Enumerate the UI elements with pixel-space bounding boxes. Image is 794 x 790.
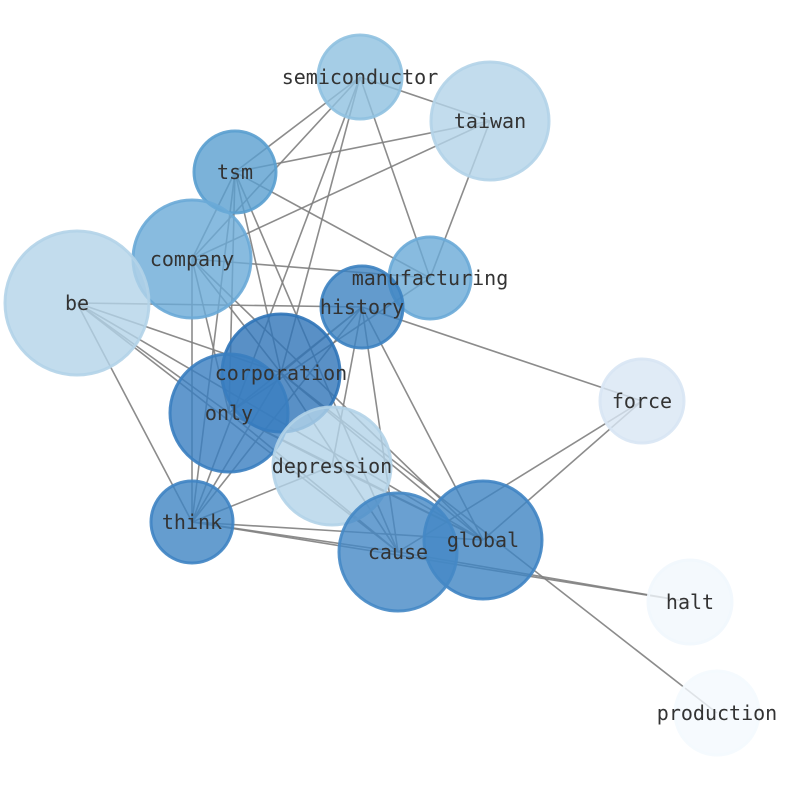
node-label-think: think (162, 510, 222, 534)
node-label-company: company (150, 247, 234, 271)
node-production[interactable] (673, 669, 761, 757)
node-depression[interactable] (271, 405, 393, 527)
node-think[interactable] (149, 479, 235, 565)
nodes-layer (3, 33, 761, 757)
node-label-cause: cause (368, 540, 428, 564)
node-be[interactable] (3, 229, 151, 377)
node-label-global: global (447, 528, 519, 552)
node-cause[interactable] (337, 491, 459, 613)
node-label-only: only (205, 401, 253, 425)
node-label-halt: halt (666, 590, 714, 614)
node-label-history: history (320, 295, 404, 319)
node-halt[interactable] (646, 558, 734, 646)
node-label-force: force (612, 389, 672, 413)
node-label-corporation: corporation (215, 361, 347, 385)
node-only[interactable] (168, 352, 290, 474)
node-label-manufacturing: manufacturing (352, 266, 509, 290)
node-label-tsm: tsm (217, 160, 253, 184)
node-force[interactable] (598, 357, 686, 445)
node-history[interactable] (319, 264, 405, 350)
node-label-taiwan: taiwan (454, 109, 526, 133)
node-label-be: be (65, 291, 89, 315)
node-tsm[interactable] (192, 129, 278, 215)
node-taiwan[interactable] (429, 60, 551, 182)
node-label-semiconductor: semiconductor (282, 65, 439, 89)
labels-layer: semiconductor taiwan tsm company be manufactu… (65, 65, 777, 725)
edge-history-force (361, 306, 643, 402)
node-label-depression: depression (272, 454, 392, 478)
node-label-production: production (657, 701, 777, 725)
node-semiconductor[interactable] (316, 33, 404, 121)
